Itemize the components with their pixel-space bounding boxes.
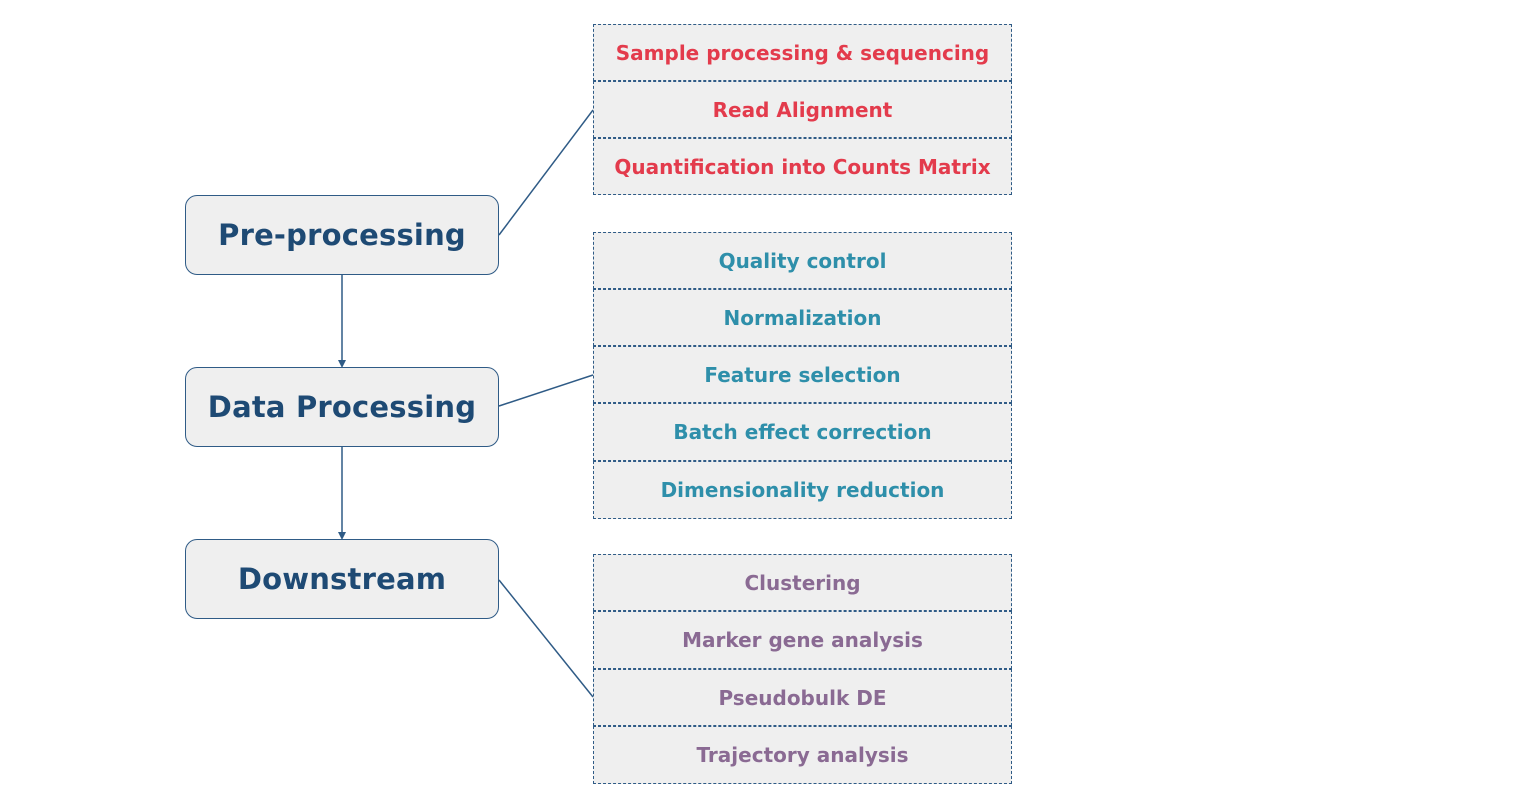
step-label: Feature selection	[704, 362, 901, 387]
link-downstream-to-steps	[498, 579, 594, 698]
step-label: Read Alignment	[712, 97, 893, 122]
link-preprocessing-to-steps	[498, 109, 594, 236]
step-feature-selection: Feature selection	[593, 346, 1012, 403]
step-label: Batch effect correction	[673, 420, 932, 444]
step-label: Pseudobulk DE	[718, 685, 887, 710]
step-marker-gene-analysis: Marker gene analysis	[593, 611, 1012, 669]
step-pseudobulk-de: Pseudobulk DE	[593, 669, 1012, 726]
stage-data-processing: Data Processing	[185, 367, 499, 447]
step-label: Quality control	[718, 248, 887, 273]
step-clustering: Clustering	[593, 554, 1012, 611]
step-batch-effect-correction: Batch effect correction	[593, 403, 1012, 461]
stage-data-processing-label: Data Processing	[207, 390, 477, 424]
stage-preprocessing-label: Pre-processing	[218, 218, 466, 252]
step-normalization: Normalization	[593, 289, 1012, 346]
stage-downstream: Downstream	[185, 539, 499, 619]
step-label: Marker gene analysis	[682, 628, 923, 652]
step-trajectory-analysis: Trajectory analysis	[593, 726, 1012, 784]
link-data-processing-to-steps	[498, 374, 594, 407]
step-label: Normalization	[723, 305, 882, 330]
step-dimensionality-reduction: Dimensionality reduction	[593, 461, 1012, 519]
step-label: Dimensionality reduction	[660, 478, 945, 502]
stage-downstream-label: Downstream	[237, 562, 447, 596]
step-quantification: Quantification into Counts Matrix	[593, 138, 1012, 195]
step-sample-processing: Sample processing & sequencing	[593, 24, 1012, 81]
step-label: Quantification into Counts Matrix	[614, 154, 991, 179]
stage-preprocessing: Pre-processing	[185, 195, 499, 275]
step-quality-control: Quality control	[593, 232, 1012, 289]
step-read-alignment: Read Alignment	[593, 81, 1012, 138]
step-label: Trajectory analysis	[696, 743, 909, 767]
step-label: Sample processing & sequencing	[615, 40, 990, 65]
step-label: Clustering	[744, 570, 861, 595]
